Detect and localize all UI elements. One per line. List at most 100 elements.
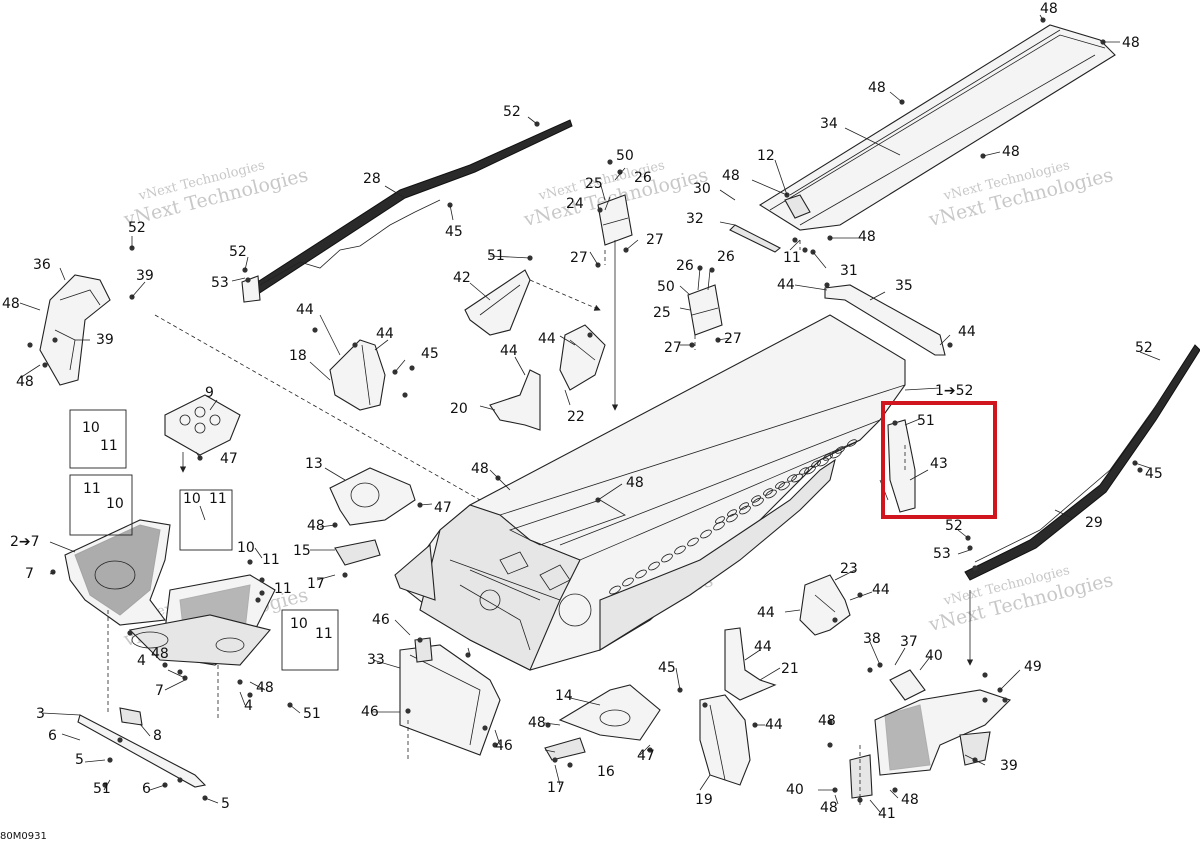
- vent-slot: [674, 545, 686, 555]
- part-22-bracket: [559, 324, 606, 391]
- callout-39: 39: [136, 268, 154, 284]
- callout-leader: [199, 505, 206, 521]
- callout-23: 23: [840, 561, 858, 577]
- bolt: [107, 757, 113, 763]
- callout-leader: [564, 389, 571, 406]
- tunnel-vent-slots: [609, 439, 857, 595]
- callout-leader: [49, 541, 76, 553]
- callout-leader: [1039, 14, 1044, 21]
- callout-leader: [149, 784, 166, 791]
- bolt: [259, 590, 265, 596]
- callout-leader: [239, 691, 246, 706]
- callout-leader: [394, 359, 406, 373]
- callout-leader: [774, 159, 788, 196]
- callout-44: 44: [754, 639, 772, 655]
- bolt: [892, 787, 898, 793]
- callout-52: 52: [128, 220, 146, 236]
- callout-4: 4: [137, 653, 146, 669]
- callout-11: 11: [274, 581, 292, 597]
- callout-leader: [614, 167, 626, 181]
- bolt: [702, 702, 708, 708]
- bolt: [832, 617, 838, 623]
- callout-leader: [849, 591, 873, 601]
- vent-slot: [778, 481, 790, 491]
- bolt: [352, 342, 358, 348]
- vent-slot: [775, 481, 785, 489]
- vent-slot: [635, 569, 647, 579]
- vent-slot: [739, 505, 751, 515]
- bolt: [492, 742, 498, 748]
- callout-leader: [84, 759, 106, 763]
- callout-leader: [982, 151, 1001, 157]
- callout-42: 42: [453, 270, 471, 286]
- callout-44: 44: [296, 302, 314, 318]
- callout-leader: [784, 609, 801, 613]
- bolt: [967, 545, 973, 551]
- callout-45: 45: [658, 660, 676, 676]
- callout-53: 53: [933, 546, 951, 562]
- callout-leader: [597, 483, 623, 501]
- bolt: [52, 337, 58, 343]
- callout-6: 6: [48, 728, 57, 744]
- bolt: [482, 725, 488, 731]
- callout-18: 18: [289, 348, 307, 364]
- callout-leader: [699, 774, 711, 791]
- bolt: [824, 282, 830, 288]
- bolt: [247, 559, 253, 565]
- callout-leader: [869, 641, 881, 666]
- callout-leader: [479, 405, 496, 411]
- bolt: [117, 737, 123, 743]
- callout-leader: [59, 267, 66, 281]
- vent-slot: [817, 457, 829, 467]
- highlight-box: [881, 401, 997, 519]
- part-42-bracket: [464, 269, 531, 336]
- vent-slot: [700, 529, 712, 539]
- callout-8: 8: [153, 728, 162, 744]
- callout-26: 26: [634, 170, 652, 186]
- bolt: [892, 420, 898, 426]
- part-16-step: [544, 737, 586, 761]
- callout-leader: [527, 116, 538, 125]
- callout-46: 46: [372, 612, 390, 628]
- part-19-bracket: [699, 694, 751, 786]
- callout-11: 11: [209, 491, 227, 507]
- callout-10: 10: [290, 616, 308, 632]
- callout-leader: [254, 547, 263, 559]
- callout-leader: [999, 669, 1021, 691]
- part-9-plate: [164, 394, 241, 456]
- callout-11: 11: [315, 626, 333, 642]
- bolt: [42, 362, 48, 368]
- callout-41: 41: [878, 806, 896, 822]
- callout-leader: [844, 127, 901, 156]
- callout-leader: [869, 291, 886, 301]
- bolt: [597, 207, 603, 213]
- callout-45: 45: [445, 224, 463, 240]
- bolt: [342, 572, 348, 578]
- part-36-bracket: [39, 274, 111, 386]
- callout-leader: [812, 251, 827, 269]
- vent-slot: [687, 537, 699, 547]
- vent-slot: [715, 516, 725, 524]
- callout-leader: [384, 185, 406, 199]
- callout-leader: [319, 524, 336, 528]
- vent-slot: [726, 513, 738, 523]
- part-33-panel: [399, 637, 501, 756]
- callout-leader: [559, 335, 576, 346]
- callout-24: 24: [566, 196, 584, 212]
- callout-11: 11: [83, 481, 101, 497]
- callout-48: 48: [256, 680, 274, 696]
- callout-leader: [49, 571, 56, 575]
- vent-slot: [751, 495, 761, 503]
- callout-21: 21: [781, 661, 799, 677]
- bolt: [867, 667, 873, 673]
- callout-leader: [419, 503, 433, 506]
- callout-leader: [889, 91, 903, 103]
- callout-28: 28: [363, 171, 381, 187]
- callout-22: 22: [567, 409, 585, 425]
- part-28-side-rail: [241, 119, 573, 303]
- callout-2to7: 2➔7: [10, 534, 40, 550]
- callout-leader: [939, 334, 951, 346]
- part-20-bracket: [489, 369, 541, 431]
- callout-39: 39: [96, 332, 114, 348]
